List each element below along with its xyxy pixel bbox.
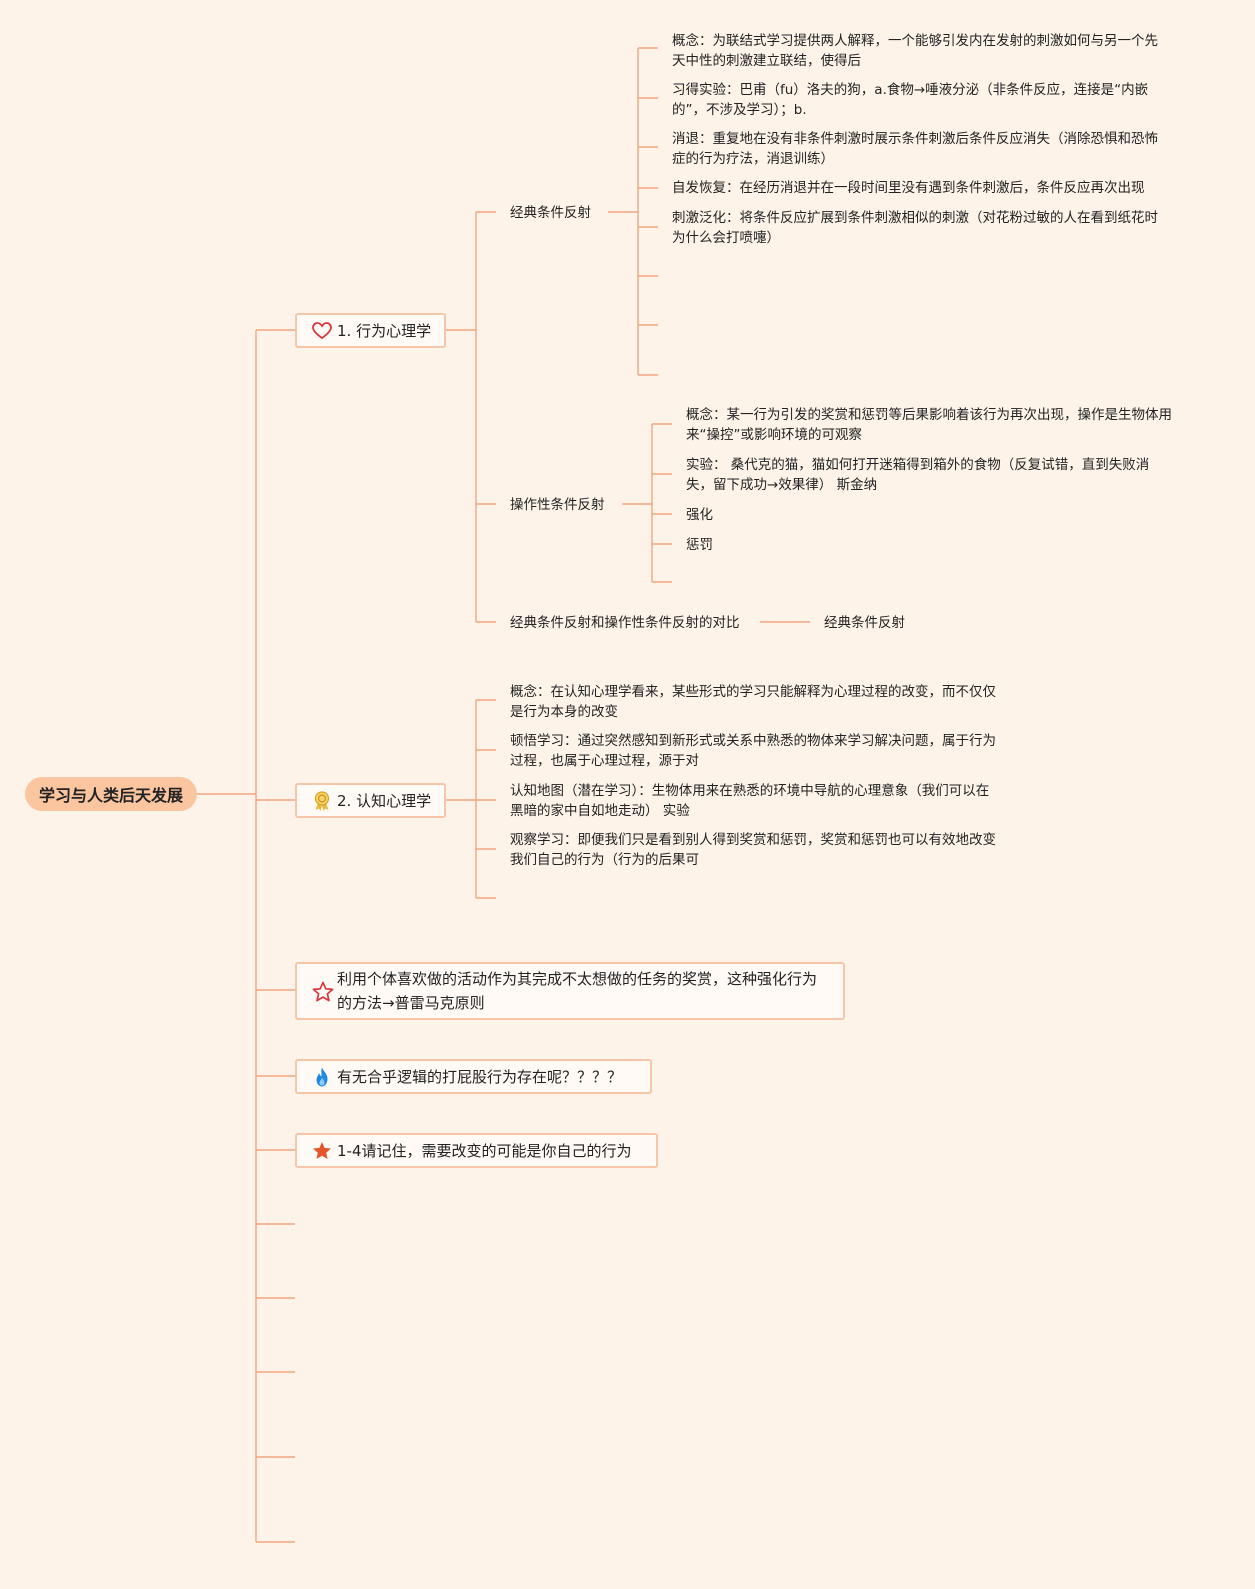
award-icon xyxy=(311,790,333,812)
topic-cognitive-psychology[interactable]: 2. 认知心理学 xyxy=(295,783,446,818)
subtopic-comparison[interactable]: 经典条件反射和操作性条件反射的对比 xyxy=(510,615,740,631)
leaf-cognitive-map[interactable]: 认知地图（潜在学习）：生物体用来在熟悉的环境中导航的心理意象（我们可以在黑暗的家… xyxy=(510,783,990,819)
leaf-classical-concept[interactable]: 概念：为联结式学习提供两人解释，一个能够引发内在发射的刺激如何与另一个先天中性的… xyxy=(672,33,1158,69)
topic-remember-note[interactable]: 1-4请记住，需要改变的可能是你自己的行为 xyxy=(295,1133,658,1168)
leaf-classical-generalization[interactable]: 刺激泛化：将条件反应扩展到条件刺激相似的刺激（对花粉过敏的人在看到纸花时为什么会… xyxy=(672,210,1158,246)
leaf-operant-concept[interactable]: 概念：某一行为引发的奖赏和惩罚等后果影响着该行为再次出现，操作是生物体用来“操控… xyxy=(686,407,1172,443)
leaf-operant-experiment[interactable]: 实验： 桑代克的猫，猫如何打开迷箱得到箱外的食物（反复试错，直到失败消失，留下成… xyxy=(686,457,1150,493)
leaf-operant-reinforcement[interactable]: 强化 xyxy=(686,507,713,523)
leaf-cognitive-observation[interactable]: 观察学习：即便我们只是看到别人得到奖赏和惩罚，奖赏和惩罚也可以有效地改变我们自己… xyxy=(510,832,996,868)
topic-label: 有无合乎逻辑的打屁股行为存在呢？？？？ xyxy=(337,1067,623,1086)
leaf-classical-extinction[interactable]: 消退：重复地在没有非条件刺激时展示条件刺激后条件反应消失（消除恐惧和恐怖症的行为… xyxy=(672,131,1158,167)
leaf-classical-acquisition[interactable]: 习得实验：巴甫（fu）洛夫的狗，a.食物→唾液分泌（非条件反应，连接是“内嵌的”… xyxy=(672,82,1149,118)
topic-label: 1-4请记住，需要改变的可能是你自己的行为 xyxy=(337,1141,632,1160)
topic-premack-principle[interactable]: 利用个体喜欢做的活动作为其完成不太想做的任务的奖赏，这种强化行为的方法→普雷马克… xyxy=(295,962,845,1020)
leaf-cognitive-insight[interactable]: 顿悟学习：通过突然感知到新形式或关系中熟悉的物体来学习解决问题，属于行为过程，也… xyxy=(510,733,996,769)
subtopic-operant-conditioning[interactable]: 操作性条件反射 xyxy=(510,497,605,513)
subtopic-classical-conditioning[interactable]: 经典条件反射 xyxy=(510,205,591,221)
topic-spanking-question[interactable]: 有无合乎逻辑的打屁股行为存在呢？？？？ xyxy=(295,1059,652,1094)
leaf-operant-punishment[interactable]: 惩罚 xyxy=(686,537,713,553)
heart-icon xyxy=(311,320,333,342)
star-outline-icon xyxy=(311,980,334,1002)
root-node[interactable]: 学习与人类后天发展 xyxy=(25,777,197,811)
leaf-comparison-classical[interactable]: 经典条件反射 xyxy=(824,615,905,631)
flame-icon xyxy=(311,1066,333,1088)
leaf-cognitive-concept[interactable]: 概念：在认知心理学看来，某些形式的学习只能解释为心理过程的改变，而不仅仅是行为本… xyxy=(510,684,996,720)
leaf-classical-spontaneous-recovery[interactable]: 自发恢复：在经历消退并在一段时间里没有遇到条件刺激后，条件反应再次出现 xyxy=(672,180,1145,196)
topic-label: 1. 行为心理学 xyxy=(337,321,432,340)
topic-label: 2. 认知心理学 xyxy=(337,791,432,810)
topic-label: 利用个体喜欢做的活动作为其完成不太想做的任务的奖赏，这种强化行为的方法→普雷马克… xyxy=(337,970,818,1012)
topic-behavior-psychology[interactable]: 1. 行为心理学 xyxy=(295,313,446,348)
star-filled-icon xyxy=(311,1140,333,1162)
